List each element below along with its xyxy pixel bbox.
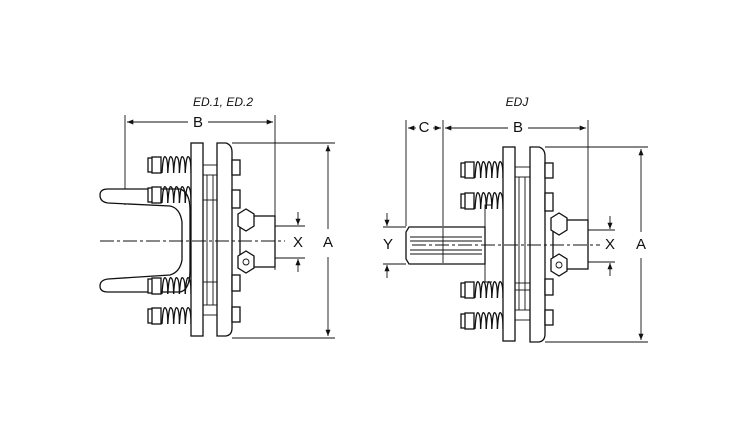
spring-coil xyxy=(474,160,482,179)
spring-bolt-assembly xyxy=(460,191,504,210)
fork-yoke xyxy=(99,188,191,293)
spring-bolt-assembly xyxy=(147,155,192,174)
spring-bolt-assembly xyxy=(460,280,504,299)
spring-coil xyxy=(178,155,186,174)
dimension-a-label: A xyxy=(323,234,333,251)
spring-coil xyxy=(479,280,487,299)
nut-bore xyxy=(555,261,563,269)
spring-coil xyxy=(161,155,169,174)
spring-coil xyxy=(485,280,493,299)
nut-icon xyxy=(464,161,475,179)
spring-coil xyxy=(491,311,499,330)
spring-coil xyxy=(485,311,493,330)
bolt-head xyxy=(231,274,241,292)
bolt-head xyxy=(231,189,241,209)
clamp-nut-icon xyxy=(550,212,568,236)
nut-icon xyxy=(151,156,162,174)
clamp-nut-icon xyxy=(550,253,568,277)
dimension-b-label: B xyxy=(513,119,523,136)
dimension-x xyxy=(588,216,615,276)
nut-bore xyxy=(242,258,250,266)
shaft-splines xyxy=(410,204,492,283)
spring-coil xyxy=(172,155,181,174)
bolt-head xyxy=(544,192,554,212)
springs-right xyxy=(460,160,504,330)
spring-bolt-assembly xyxy=(460,311,504,330)
plate-spacers xyxy=(203,164,217,316)
clamp-nut-icon xyxy=(237,250,255,274)
spring-coil xyxy=(161,276,169,295)
bolt-head xyxy=(544,309,554,326)
spring-coil xyxy=(491,160,499,179)
spring-coil xyxy=(167,155,175,174)
spring-coil xyxy=(479,311,487,330)
spring-coil xyxy=(178,276,186,295)
nut-icon xyxy=(464,312,475,330)
extension-lines xyxy=(405,120,589,230)
dimension-b-label: B xyxy=(193,114,203,131)
dimension-x-label: X xyxy=(605,236,615,253)
bolt-head xyxy=(544,278,554,296)
spring-coil xyxy=(474,191,482,210)
spring-coil xyxy=(167,306,175,325)
spring-coil xyxy=(167,276,175,295)
dimension-c-label: C xyxy=(419,119,430,136)
spring-bolt-assembly xyxy=(147,185,192,204)
spring-coil xyxy=(485,160,493,179)
diagram-edj: EDJ C B xyxy=(383,95,648,343)
caption-ed1-ed2: ED.1, ED.2 xyxy=(193,95,253,109)
spring-coil xyxy=(167,185,175,204)
flange-plate xyxy=(529,146,546,343)
spring-bolt-assembly xyxy=(460,160,504,179)
spring-coil xyxy=(485,191,493,210)
spring-coil xyxy=(178,185,186,204)
nut-icon xyxy=(151,277,162,295)
dimension-x xyxy=(275,212,305,272)
spring-coil xyxy=(178,306,186,325)
spring-coil xyxy=(496,311,504,330)
nut-icon xyxy=(464,192,475,210)
spring-coil xyxy=(172,185,181,204)
nut-icon xyxy=(151,307,162,325)
spring-coil xyxy=(479,191,487,210)
spring-coil xyxy=(479,160,487,179)
nut-icon xyxy=(464,281,475,299)
diagram-ed1-ed2: ED.1, ED.2 B X xyxy=(99,95,335,339)
caption-edj: EDJ xyxy=(506,95,530,109)
clamp-nut-icon xyxy=(237,208,255,232)
pressure-plate xyxy=(190,142,204,337)
flange-plate xyxy=(216,142,233,337)
bolt-head xyxy=(231,306,241,323)
spring-coil xyxy=(161,306,169,325)
spring-coil xyxy=(496,160,504,179)
spring-coil xyxy=(496,191,504,210)
dimension-y xyxy=(383,213,406,278)
dimension-y-label: Y xyxy=(383,236,393,253)
spring-coil xyxy=(184,306,192,325)
spring-coil xyxy=(474,280,482,299)
dimension-x-label: X xyxy=(293,234,303,251)
spring-bolt-assembly xyxy=(147,306,192,325)
spring-coil xyxy=(474,311,482,330)
spring-coil xyxy=(172,306,181,325)
dimension-a-label: A xyxy=(636,236,646,253)
plate-spacers xyxy=(515,166,530,321)
spring-coil xyxy=(491,191,499,210)
bolt-head xyxy=(231,159,241,176)
splined-shaft xyxy=(405,226,486,265)
spring-coil xyxy=(161,185,169,204)
spring-coil xyxy=(172,276,181,295)
spring-coil xyxy=(496,280,504,299)
pressure-plate xyxy=(502,146,516,342)
bolt-head xyxy=(544,162,554,179)
spring-coil xyxy=(491,280,499,299)
nut-icon xyxy=(151,186,162,204)
spring-coil xyxy=(184,155,192,174)
